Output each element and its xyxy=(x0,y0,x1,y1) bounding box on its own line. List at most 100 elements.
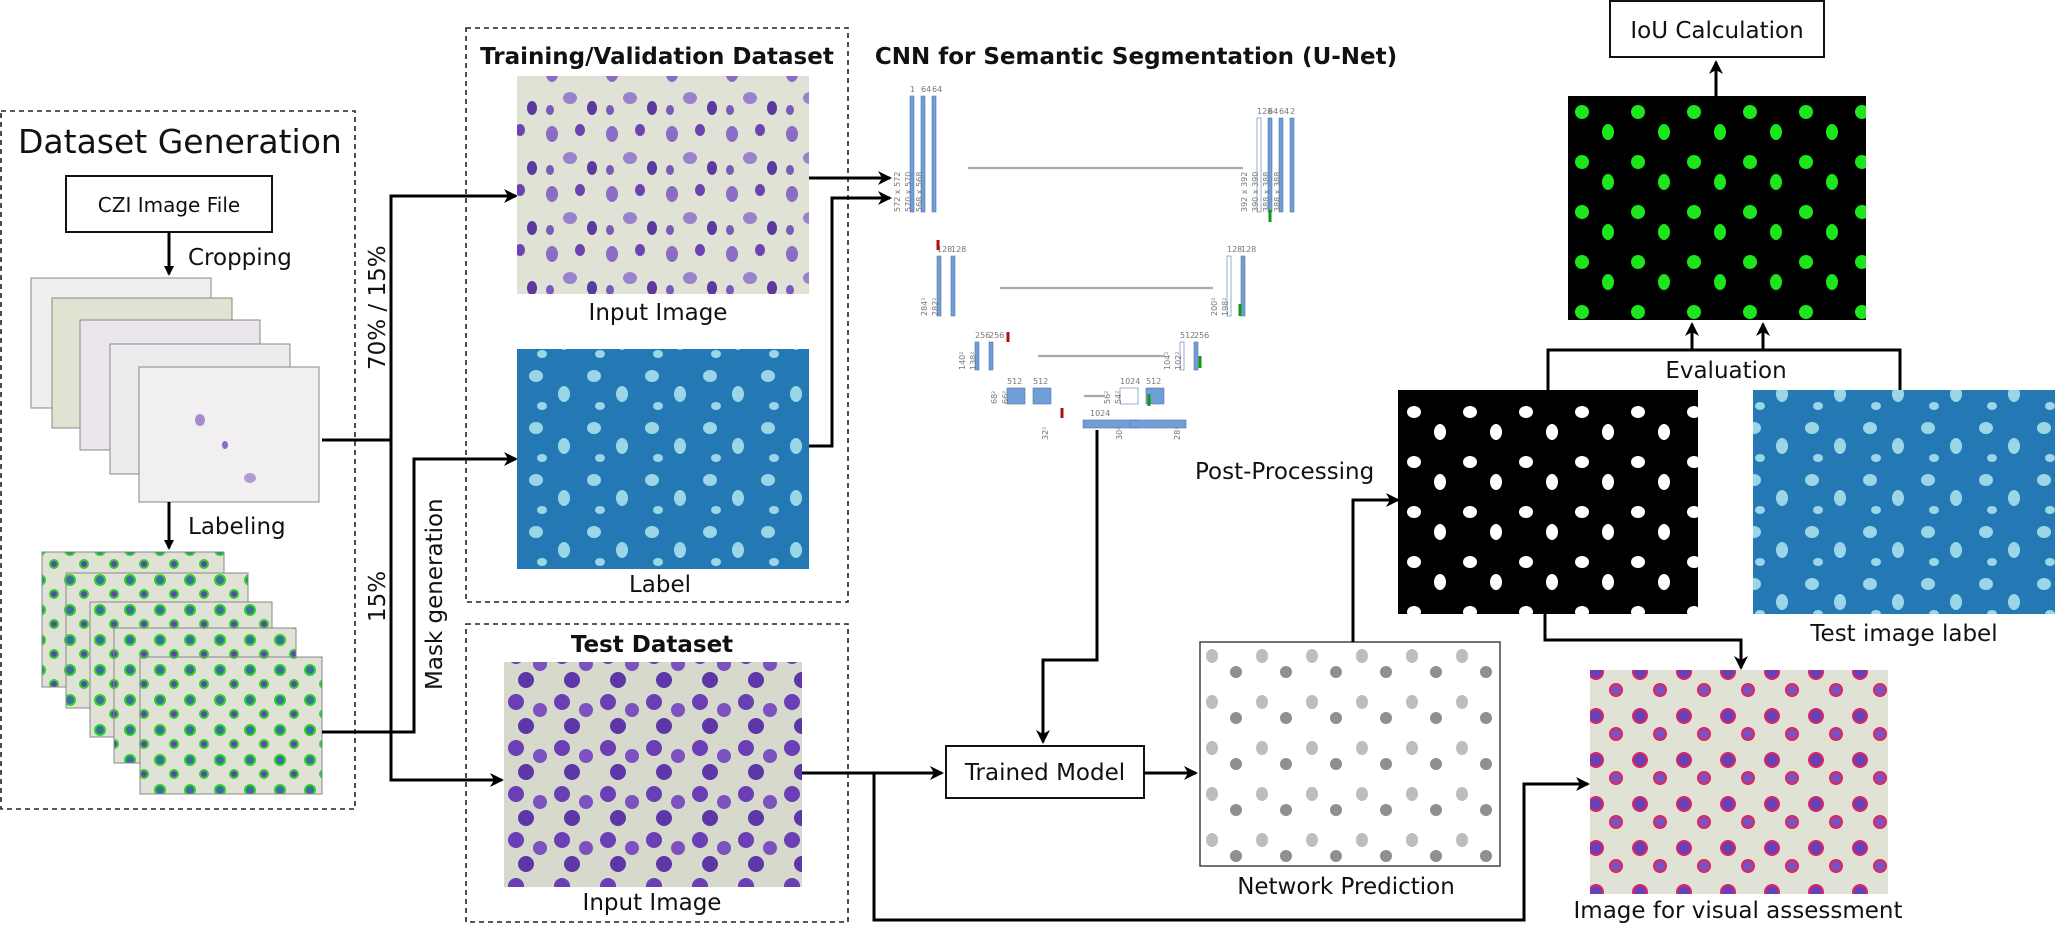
test-to-visual-arrow xyxy=(872,773,1590,922)
unet-dim-label: 570 x 570 xyxy=(904,172,913,212)
unet-decoder-block xyxy=(1256,117,1262,213)
unet-channel-label: 2 xyxy=(1290,107,1295,116)
unet-channel-label: 128 xyxy=(951,245,966,254)
mask-generation-label: Mask generation xyxy=(422,498,448,690)
unet-dim-label: 198² xyxy=(1221,298,1230,316)
label-image xyxy=(517,349,809,569)
evaluation-label: Evaluation xyxy=(1665,358,1786,384)
crop-nucleus xyxy=(244,473,256,483)
unet-encoder-block xyxy=(1006,387,1026,405)
unet-channel-label: 256 xyxy=(975,331,990,340)
unet-dim-label: 54² xyxy=(1114,391,1123,404)
label-to-unet-arrow xyxy=(809,191,892,448)
unet-channel-label: 128 xyxy=(1227,245,1242,254)
train-input-image-caption: Input Image xyxy=(589,300,728,326)
unet-encoder-block xyxy=(936,255,942,317)
unet-decoder-block xyxy=(1289,117,1295,213)
crop-nucleus xyxy=(222,441,228,449)
unet-channel-label: 1024 xyxy=(1090,409,1110,418)
cnn-title: CNN for Semantic Segmentation (U-Net) xyxy=(875,44,1397,70)
unet-channel-label: 64 xyxy=(1279,107,1289,116)
evaluation-join-line xyxy=(1546,348,1902,390)
binary-to-visual-arrow xyxy=(1543,614,1748,670)
iou-box xyxy=(1609,0,1825,58)
unet-dim-label: 102² xyxy=(1174,352,1183,370)
unet-dim-label: 572 x 572 xyxy=(893,172,902,212)
prediction-to-postprocess-arrow xyxy=(1351,493,1400,642)
unet-channel-label: 128 xyxy=(1257,107,1272,116)
labeled-image-stack xyxy=(41,551,323,795)
czi-file-label: CZI Image File xyxy=(98,193,240,217)
unet-dim-label: 30² xyxy=(1115,427,1124,440)
network-prediction-caption: Network Prediction xyxy=(1237,874,1455,900)
train-input-image xyxy=(517,76,809,294)
unet-encoder-block xyxy=(974,341,980,371)
unet-dim-label: 68² xyxy=(990,391,999,404)
unet-channel-label: 256 xyxy=(1194,331,1209,340)
unet-decoder-block xyxy=(1119,387,1139,405)
split-train-label: 70% / 15% xyxy=(365,245,391,370)
unet-encoder-block xyxy=(909,95,915,213)
unet-dim-label: 104² xyxy=(1163,352,1172,370)
unet-dim-label: 282² xyxy=(931,298,940,316)
unet-dim-label: 284² xyxy=(920,298,929,316)
unet-dim-label: 390 x 390 xyxy=(1251,172,1260,212)
test-dataset-title: Test Dataset xyxy=(571,632,733,658)
unet-dim-label: 392 x 392 xyxy=(1240,172,1249,212)
postprocessed-binary-image xyxy=(1398,390,1698,614)
unet-channel-label: 64 xyxy=(1268,107,1278,116)
unet-decoder-block xyxy=(1240,255,1246,317)
unet-encoder-block xyxy=(988,341,994,371)
network-prediction-image xyxy=(1199,641,1501,867)
unet-dim-label: 568 x 568 xyxy=(915,172,924,212)
unet-dim-label: 138² xyxy=(969,352,978,370)
unet-channel-label: 1 xyxy=(910,85,915,94)
unet-dim-label: 32² xyxy=(1041,427,1050,440)
unet-encoder-block xyxy=(950,255,956,317)
iou-overlay-image xyxy=(1568,96,1866,320)
unet-dim-label: 388 x 388 xyxy=(1262,172,1271,212)
unet-channel-label: 64 xyxy=(932,85,942,94)
test-input-image xyxy=(504,662,802,887)
dataset-generation-panel xyxy=(0,110,356,810)
cropping-label: Cropping xyxy=(188,245,292,271)
unet-channel-label: 512 xyxy=(1007,377,1022,386)
split-test-label: 15% xyxy=(365,571,391,622)
unet-channel-label: 128 xyxy=(1241,245,1256,254)
mask-generation-arrow xyxy=(322,452,518,734)
unet-dim-label: 66² xyxy=(1001,391,1010,404)
unet-decoder-block xyxy=(1179,341,1185,371)
training-validation-panel xyxy=(465,27,849,603)
unet-channel-label: 512 xyxy=(1146,377,1161,386)
unet-bottleneck-block xyxy=(1129,419,1187,429)
training-validation-title: Training/Validation Dataset xyxy=(480,44,834,70)
label-image-caption: Label xyxy=(629,572,691,598)
unet-encoder-block xyxy=(931,95,937,213)
unet-decoder-block xyxy=(1193,341,1199,371)
labeling-label: Labeling xyxy=(188,514,286,540)
test-label-caption: Test image label xyxy=(1809,621,1997,647)
unet-dim-label: 56² xyxy=(1103,391,1112,404)
cropped-image-stack xyxy=(30,277,320,503)
unet-dim-label: 28² xyxy=(1173,427,1182,440)
unet-to-model-arrow xyxy=(1036,430,1099,744)
unet-channel-label: 1024 xyxy=(1120,377,1140,386)
unet-channel-label: 512 xyxy=(1180,331,1195,340)
unet-encoder-block xyxy=(1032,387,1052,405)
post-processing-label: Post-Processing xyxy=(1195,459,1374,485)
unet-dim-label: 140² xyxy=(958,352,967,370)
crop-nucleus xyxy=(195,414,205,426)
unet-channel-label: 128 xyxy=(937,245,952,254)
labeled-tile-5 xyxy=(139,656,323,795)
visual-assessment-caption: Image for visual assessment xyxy=(1574,898,1903,924)
trained-model-label: Trained Model xyxy=(964,760,1125,786)
unet-channel-label: 256 xyxy=(989,331,1004,340)
test-label-image xyxy=(1753,390,2055,614)
unet-decoder-block xyxy=(1278,117,1284,213)
iou-label: IoU Calculation xyxy=(1630,18,1803,44)
unet-encoder-block xyxy=(920,95,926,213)
visual-assessment-image xyxy=(1590,670,1888,894)
crop-tile-5 xyxy=(138,366,320,503)
